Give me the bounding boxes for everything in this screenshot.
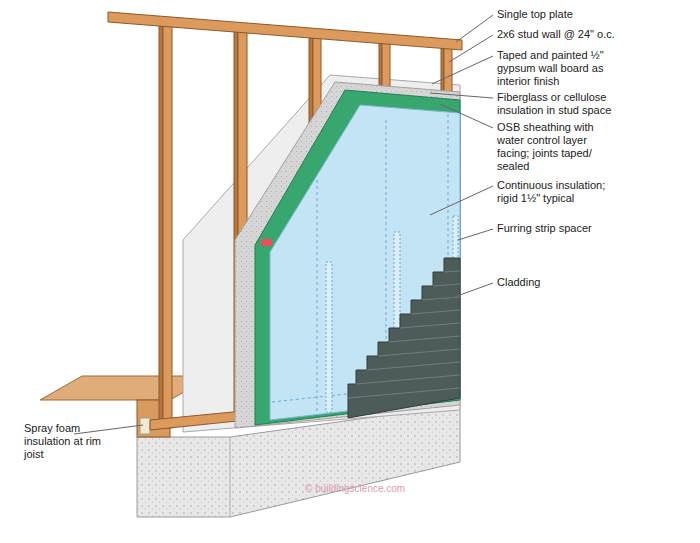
spray-foam xyxy=(140,418,150,434)
gypsum-board xyxy=(183,75,460,432)
part-label: Fiberglass or cellulose insulation in st… xyxy=(497,91,632,117)
part-label: Furring strip spacer xyxy=(497,222,677,235)
osb-sheathing xyxy=(255,90,460,425)
part-label: Single top plate xyxy=(497,8,677,21)
part-label: Cladding xyxy=(497,276,677,289)
part-label: Taped and painted ½" gypsum wall board a… xyxy=(497,49,622,88)
cladding xyxy=(348,258,460,418)
cavity-insulation xyxy=(235,82,460,428)
part-label: Spray foam insulation at rim joist xyxy=(24,422,116,461)
part-label: OSB sheathing with water control layer f… xyxy=(497,121,615,173)
watermark: © buildingscience.com xyxy=(305,482,465,495)
rigid-insulation xyxy=(270,105,460,420)
cladding-laps xyxy=(348,271,460,398)
part-label: Continuous insulation; rigid 1½" typical xyxy=(497,179,622,205)
seam-tape xyxy=(261,239,272,246)
foundation-edge xyxy=(230,437,231,517)
top-plate xyxy=(108,12,462,50)
leader-lines xyxy=(74,15,493,434)
part-label: 2x6 stud wall @ 24" o.c. xyxy=(497,28,677,41)
